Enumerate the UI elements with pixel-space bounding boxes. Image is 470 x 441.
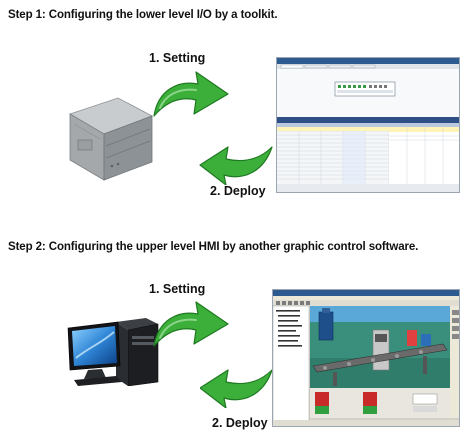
step1-deploy-label: 2. Deploy: [210, 184, 266, 198]
setting-arrow-icon: [152, 70, 230, 124]
step2-heading: Step 2: Configuring the upper level HMI …: [8, 241, 419, 253]
step1-heading: Step 1: Configuring the lower level I/O …: [8, 9, 278, 21]
io-device-image: [66, 96, 156, 184]
step1-setting-label: 1. Setting: [149, 51, 206, 65]
step2-setting-label: 1. Setting: [149, 282, 206, 296]
step2-deploy-label: 2. Deploy: [212, 416, 268, 430]
deploy-arrow-icon: [200, 364, 274, 408]
setting-arrow-icon: [152, 300, 230, 354]
hmi-screenshot: [272, 289, 460, 427]
toolkit-screenshot: [276, 57, 460, 193]
computer-image: [66, 318, 160, 386]
deploy-arrow-icon: [198, 141, 274, 185]
